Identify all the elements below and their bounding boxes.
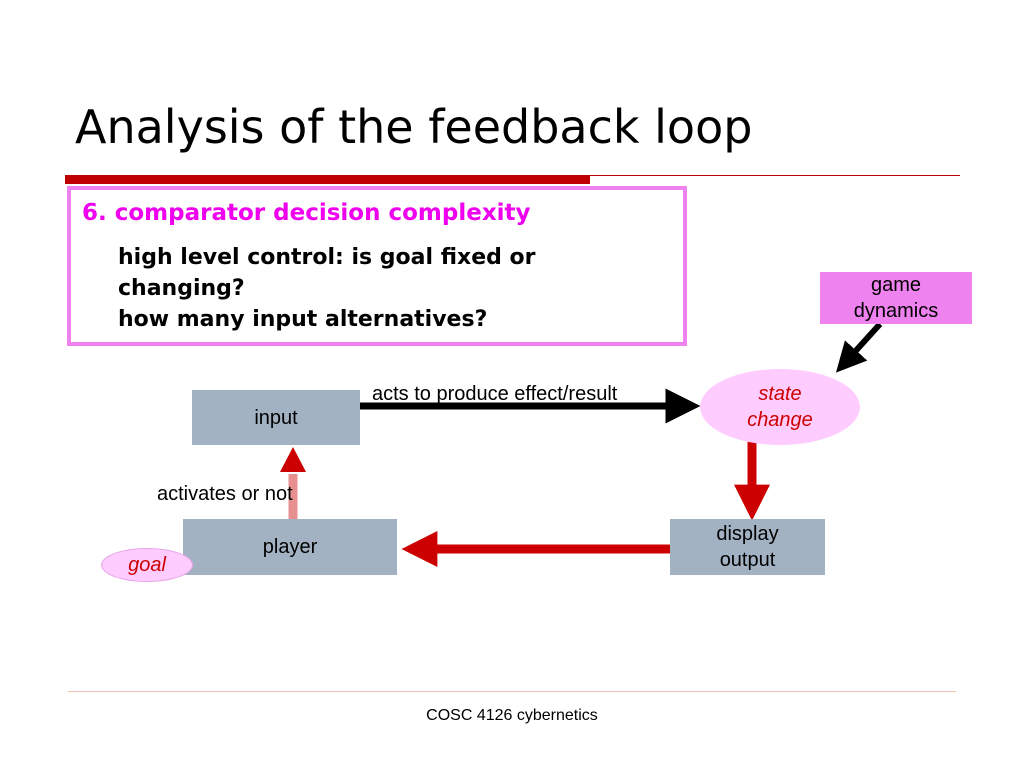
node-goal-label: goal	[128, 554, 166, 576]
node-input: input	[192, 390, 360, 445]
slide-title: Analysis of the feedback loop	[75, 100, 753, 154]
node-state-label-1: state	[758, 383, 802, 405]
node-game-label-2: dynamics	[853, 300, 939, 322]
callout-line-goal: high level control: is goal fixed or cha…	[118, 245, 536, 301]
node-display-output: display output	[670, 519, 825, 575]
callout-heading: 6. comparator decision complexity	[82, 200, 531, 226]
arrow-player-to-input-head	[280, 447, 306, 472]
node-state-label-2: change	[747, 409, 813, 431]
title-rule-thin	[590, 175, 960, 176]
arrow-game-to-state	[835, 321, 883, 373]
callout-box: 6. comparator decision complexity high l…	[67, 186, 687, 346]
callout-body: high level control: is goal fixed or cha…	[118, 242, 658, 335]
node-game-label-1: game	[870, 274, 921, 296]
slide-footer: COSC 4126 cybernetics	[426, 707, 598, 724]
edge-label-activates: activates or not	[157, 483, 293, 505]
footer-rule	[68, 691, 956, 692]
edge-label-acts: acts to produce effect/result	[372, 383, 618, 405]
node-player: player	[183, 519, 397, 575]
node-player-label: player	[262, 536, 318, 558]
node-state-change: state change	[700, 369, 860, 445]
node-display-label-1: display	[716, 523, 779, 545]
node-game-dynamics: game dynamics	[820, 272, 972, 324]
node-input-label: input	[254, 406, 298, 429]
node-display-label-2: output	[719, 549, 776, 571]
callout-line-alternatives: how many input alternatives?	[118, 307, 488, 332]
node-goal: goal	[101, 548, 193, 582]
title-rule-thick	[65, 175, 590, 184]
